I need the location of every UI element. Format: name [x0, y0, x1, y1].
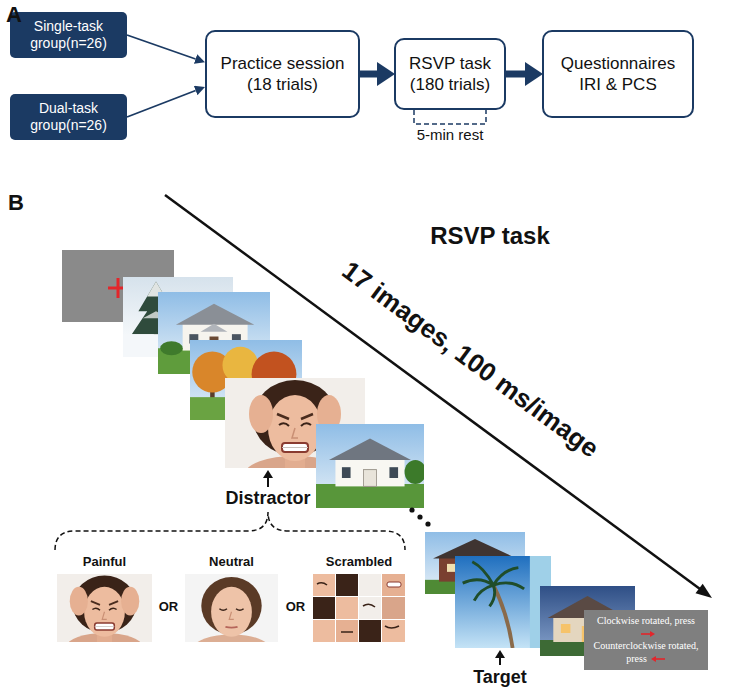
scrambled-image — [359, 620, 381, 642]
node-text: RSVP task (180 trials) — [404, 53, 496, 96]
scrambled-image — [313, 574, 405, 642]
scrambled-image — [382, 574, 405, 596]
target-image — [455, 556, 551, 648]
scene-image — [201, 324, 228, 332]
group-box: Single-task group(n=26) — [10, 12, 127, 58]
rest-note: 5-min rest — [417, 126, 484, 143]
scrambled-image — [313, 574, 335, 596]
scene-image — [335, 458, 404, 487]
neutral-image — [179, 574, 285, 662]
neutral-image — [211, 587, 252, 637]
connector-arrow — [360, 71, 377, 78]
scrambled-image — [359, 597, 381, 619]
scene-image — [342, 467, 351, 478]
scene-image — [561, 624, 571, 633]
condition-label: Neutral — [209, 555, 254, 570]
pointer-arrow-head — [495, 650, 505, 658]
scene-image — [160, 341, 182, 355]
scrambled-image — [317, 583, 399, 632]
node-text: Questionnaires IRI & PCS — [552, 53, 684, 96]
scrambled-image — [336, 574, 358, 596]
group-box: Dual-task group(n=26) — [10, 94, 127, 140]
node-text: Practice session (18 trials) — [215, 53, 350, 96]
scene-image — [316, 424, 426, 508]
scene-image — [540, 640, 635, 656]
response-screen: Clockwise rotated, pressCounterclockwise… — [584, 610, 708, 670]
key-arrow — [655, 658, 665, 660]
panel-letter: B — [8, 190, 24, 215]
scrambled-image — [313, 597, 335, 619]
pointer-arrow-head — [263, 470, 273, 478]
condition-label: Scrambled — [326, 555, 392, 570]
scene-image — [176, 304, 254, 325]
scene-image — [329, 438, 411, 460]
key-arrow — [650, 631, 655, 637]
time-arrow-head — [696, 584, 713, 598]
neutral-image — [219, 609, 243, 611]
scrambled-image — [336, 597, 358, 619]
connector-arrow — [506, 71, 525, 78]
panel-letter: A — [6, 2, 22, 27]
process-box: RSVP task (180 trials) — [394, 38, 506, 110]
neutral-image — [194, 634, 270, 661]
ellipsis-dots — [409, 507, 414, 512]
scene-image — [433, 539, 517, 558]
scene-image — [405, 460, 427, 484]
panel-title: RSVP task — [430, 222, 550, 250]
scrambled-image — [382, 597, 405, 619]
scrambled-image — [382, 620, 405, 642]
connector-arrow — [127, 91, 196, 118]
scene-image — [364, 470, 377, 487]
node-text: Counterclockwise rotated, press — [590, 640, 702, 665]
neutral-image — [179, 574, 285, 642]
stimulus-label: Distractor — [225, 488, 310, 509]
or-label: OR — [286, 600, 306, 615]
node-text: Dual-task group(n=26) — [22, 100, 115, 135]
scene-image — [540, 586, 635, 656]
scene-image — [548, 596, 628, 618]
key-arrow — [641, 633, 651, 635]
scrambled-image — [313, 574, 405, 642]
node-text: Clockwise rotated, press — [590, 615, 702, 640]
key-arrow — [651, 656, 656, 662]
key-arrow — [640, 630, 656, 638]
dashed-brace — [55, 512, 405, 550]
scene-image — [316, 484, 424, 508]
ellipsis-dots — [409, 507, 430, 526]
neutral-image — [229, 612, 234, 620]
target-image — [463, 562, 524, 607]
scrambled-image — [336, 620, 358, 642]
scrambled-image — [359, 574, 381, 596]
scrambled-image — [387, 582, 401, 587]
scrambled-image — [313, 620, 335, 642]
target-image — [455, 556, 551, 648]
scene-image — [389, 467, 398, 478]
time-arrow — [165, 195, 700, 589]
condition-label: Painful — [83, 555, 126, 570]
process-box: Practice session (18 trials) — [205, 30, 360, 118]
pointer-arrow — [499, 657, 501, 665]
process-box: Questionnaires IRI & PCS — [542, 30, 694, 118]
scene-image — [582, 626, 593, 642]
target-image — [493, 585, 512, 648]
node-text: Single-task group(n=26) — [22, 18, 115, 53]
rest-bracket — [414, 110, 486, 124]
neutral-image — [225, 626, 237, 629]
or-label: OR — [159, 600, 179, 615]
scene-image — [605, 624, 615, 633]
painful-image — [52, 574, 158, 660]
key-arrow — [650, 655, 666, 663]
sequence-note: 17 images, 100 ms/image — [336, 256, 604, 464]
ellipsis-dots — [417, 514, 422, 519]
scene-image — [553, 616, 621, 642]
stimulus-label: Target — [473, 667, 527, 688]
connector-arrow — [127, 35, 196, 59]
ellipsis-dots — [425, 521, 430, 526]
scene-image — [540, 586, 635, 656]
